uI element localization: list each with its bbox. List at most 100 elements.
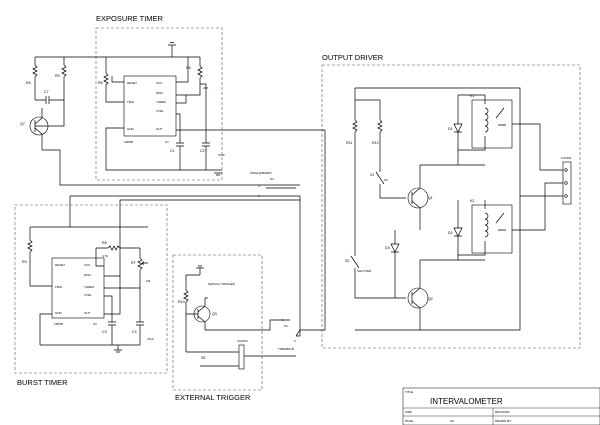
svg-text:D1: D1 [448, 127, 453, 131]
svg-text:S2: S2 [345, 259, 349, 263]
svg-text:Q3: Q3 [212, 312, 217, 316]
svg-text:R10: R10 [178, 300, 185, 304]
burst-timer-box [14, 204, 168, 374]
svg-text:C3: C3 [102, 330, 107, 334]
title-block: TITLE INTERVALOMETER SIZE REVISION PAGE … [402, 387, 600, 425]
svg-text:R4: R4 [26, 81, 31, 85]
svg-text:R7: R7 [131, 261, 136, 265]
c4-capacitor [136, 290, 144, 345]
svg-text:C4: C4 [132, 330, 137, 334]
time-bulb-switch: S3 TIME/BULB 1 3 [278, 130, 326, 351]
r8-resistor [176, 57, 203, 96]
output-driver-box [321, 64, 581, 349]
svg-text:1M: 1M [146, 279, 151, 283]
svg-text:SIZE: SIZE [405, 410, 412, 414]
svg-text:REVISION: REVISION [495, 410, 509, 414]
svg-text:C2: C2 [200, 149, 205, 153]
svg-text:1: 1 [282, 318, 284, 322]
svg-text:TITLE: TITLE [405, 390, 413, 394]
svg-text:S3: S3 [284, 324, 288, 328]
vcc-symbol [168, 42, 176, 46]
svg-text:RESET: RESET [55, 263, 65, 267]
s1-af-switch [375, 160, 406, 199]
svg-text:K2: K2 [470, 199, 474, 203]
svg-text:LM555: LM555 [54, 322, 64, 326]
svg-text:TRIG: TRIG [55, 285, 63, 289]
ground-symbol [214, 169, 222, 176]
exposure-timer-circuit: R4 R5 C7 Q7 R6 R8 20K RESET VCC TRIG DIS… [20, 42, 325, 186]
svg-text:THRES: THRES [156, 100, 166, 104]
svg-text:R5: R5 [55, 74, 60, 78]
r12-resistor [377, 100, 383, 160]
svg-text:OF: OF [450, 419, 454, 423]
svg-text:10uF: 10uF [218, 153, 225, 157]
r11-resistor [352, 119, 358, 240]
output-driver-circuit: R11 R12 S1 AF Q1 S2 SHUTTER D3 Q2 D1 K1 … [345, 87, 572, 331]
c1-capacitor [176, 140, 184, 170]
svg-text:CTRL: CTRL [156, 109, 164, 113]
svg-text:DRAWN BY:: DRAWN BY: [495, 419, 512, 423]
svg-text:D2: D2 [448, 231, 453, 235]
c7-capacitor [35, 96, 64, 104]
d1-diode [453, 95, 463, 165]
svg-text:TRIG: TRIG [127, 100, 135, 104]
svg-text:K1: K1 [470, 94, 474, 98]
svg-text:S1: S1 [370, 173, 374, 177]
svg-text:MANUAL TRIGGER: MANUAL TRIGGER [208, 282, 236, 286]
r9-resistor [27, 227, 52, 287]
single-burst-switch: SINGLE/BURST S4 3 1 [70, 171, 301, 337]
output-driver-label: OUTPUT DRIVER [322, 53, 384, 62]
svg-text:VCC: VCC [84, 263, 91, 267]
svg-text:OUT: OUT [84, 311, 91, 315]
svg-text:Q7: Q7 [20, 122, 25, 126]
drawing-title: INTERVALOMETER [430, 397, 503, 406]
svg-text:GND: GND [55, 311, 63, 315]
svg-text:R9: R9 [22, 260, 27, 264]
svg-text:VCC: VCC [156, 81, 163, 85]
svg-text:CONN2: CONN2 [237, 339, 248, 343]
r7-potentiometer [137, 248, 143, 290]
svg-text:R12: R12 [372, 141, 379, 145]
q2-transistor [407, 287, 429, 309]
svg-text:Q1: Q1 [428, 196, 433, 200]
svg-text:TIME/BULB: TIME/BULB [278, 347, 294, 351]
k1-relay [471, 99, 513, 149]
conn2-connector [238, 344, 245, 370]
external-trigger-circuit: R10 MANUAL TRIGGER Q3 CONN2 S5 [178, 265, 296, 370]
svg-text:DISC: DISC [156, 91, 164, 95]
svg-text:U2: U2 [93, 322, 97, 326]
exposure-timer-box [95, 27, 223, 181]
s2-shutter-switch [350, 240, 406, 299]
c2-capacitor [202, 97, 210, 170]
svg-text:R6: R6 [98, 81, 103, 85]
svg-text:C7: C7 [44, 90, 49, 94]
svg-text:LM555: LM555 [124, 140, 134, 144]
svg-text:DISC: DISC [84, 273, 92, 277]
c3-capacitor [108, 318, 116, 345]
svg-text:THRES: THRES [84, 285, 94, 289]
svg-text:S4: S4 [270, 177, 274, 181]
external-trigger-box [172, 254, 263, 391]
burst-timer-label: BURST TIMER [17, 378, 68, 387]
svg-text:C1: C1 [170, 149, 175, 153]
svg-text:S5: S5 [201, 356, 205, 360]
k2-relay [471, 204, 513, 254]
svg-text:SINGLE/BURST: SINGLE/BURST [250, 171, 272, 175]
svg-text:CTRL: CTRL [84, 293, 92, 297]
svg-text:U1: U1 [165, 140, 169, 144]
u1-lm555 [123, 75, 177, 137]
svg-text:47uF: 47uF [147, 337, 154, 341]
svg-text:OUT: OUT [156, 127, 163, 131]
r5-resistor [61, 57, 67, 100]
exposure-timer-label: EXPOSURE TIMER [96, 14, 164, 23]
r6-resistor-burst [96, 245, 140, 251]
r10-resistor [183, 275, 189, 340]
d3-diode [390, 230, 400, 298]
svg-text:Q2: Q2 [428, 297, 433, 301]
external-trigger-label: EXTERNAL TRIGGER [175, 393, 251, 402]
svg-text:R6: R6 [102, 241, 107, 245]
svg-text:D3: D3 [385, 246, 390, 250]
svg-text:SHUTTER: SHUTTER [357, 269, 372, 273]
q1-transistor [407, 187, 429, 209]
